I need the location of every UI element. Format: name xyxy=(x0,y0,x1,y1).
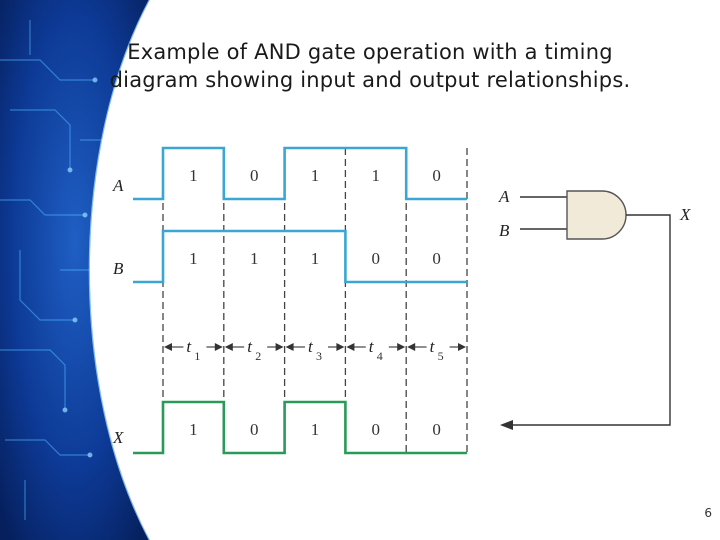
signal-x-label: X xyxy=(112,428,124,447)
interval-arrowhead xyxy=(214,343,223,351)
interval-subscript: 3 xyxy=(316,349,322,363)
signal-x-waveform xyxy=(133,400,467,455)
bit-value: 1 xyxy=(189,249,198,268)
title-line-1: Example of AND gate operation with a tim… xyxy=(127,40,613,64)
gate-input-a-label: A xyxy=(498,187,510,206)
title-line-2: diagram showing input and output relatio… xyxy=(109,68,631,92)
interval-subscript: 2 xyxy=(255,349,261,363)
interval-arrowhead xyxy=(224,343,233,351)
gate-input-b-label: B xyxy=(499,221,510,240)
interval-arrowhead xyxy=(458,343,466,351)
bit-value: 0 xyxy=(372,420,381,439)
bit-values: 1 0 1 1 0 1 1 1 0 0 1 0 1 0 0 xyxy=(189,166,441,439)
interval-label: t xyxy=(247,337,253,356)
bit-value: 0 xyxy=(372,249,381,268)
bit-value: 0 xyxy=(250,166,259,185)
interval-label: t xyxy=(430,337,436,356)
bit-value: 0 xyxy=(432,166,441,185)
interval-label: t xyxy=(186,337,192,356)
signal-a-label: A xyxy=(112,176,124,195)
and-gate: A B X xyxy=(498,187,691,430)
bit-value: 1 xyxy=(189,166,198,185)
bit-value: 0 xyxy=(432,420,441,439)
interval-label: t xyxy=(369,337,375,356)
signal-b-label: B xyxy=(113,259,124,278)
interval-subscript: 4 xyxy=(377,349,383,363)
signal-b-waveform xyxy=(133,229,467,284)
interval-arrowhead xyxy=(397,343,406,351)
interval-arrowhead xyxy=(285,343,294,351)
gate-output-wire xyxy=(512,214,671,426)
bit-value: 0 xyxy=(432,249,441,268)
interval-arrowhead xyxy=(164,343,172,351)
bit-value: 1 xyxy=(250,249,259,268)
interval-label: t xyxy=(308,337,314,356)
bit-value: 1 xyxy=(311,166,320,185)
interval-arrowhead xyxy=(336,343,345,351)
interval-arrowhead xyxy=(275,343,284,351)
interval-arrowhead xyxy=(407,343,416,351)
page-number: 6 xyxy=(704,506,712,520)
output-arrowhead xyxy=(500,420,513,430)
slide-title: Example of AND gate operation with a tim… xyxy=(60,38,680,94)
bit-value: 1 xyxy=(372,166,381,185)
bit-value: 0 xyxy=(250,420,259,439)
gate-output-label: X xyxy=(679,205,691,224)
bit-value: 1 xyxy=(189,420,198,439)
interval-subscript: 1 xyxy=(194,349,200,363)
bit-value: 1 xyxy=(311,420,320,439)
waveforms xyxy=(133,146,467,455)
interval-subscript: 5 xyxy=(438,349,444,363)
interval-dividers xyxy=(162,148,468,455)
and-gate-symbol xyxy=(566,190,627,240)
bit-value: 1 xyxy=(311,249,320,268)
signal-a-waveform xyxy=(133,146,467,201)
interval-arrowhead xyxy=(346,343,355,351)
